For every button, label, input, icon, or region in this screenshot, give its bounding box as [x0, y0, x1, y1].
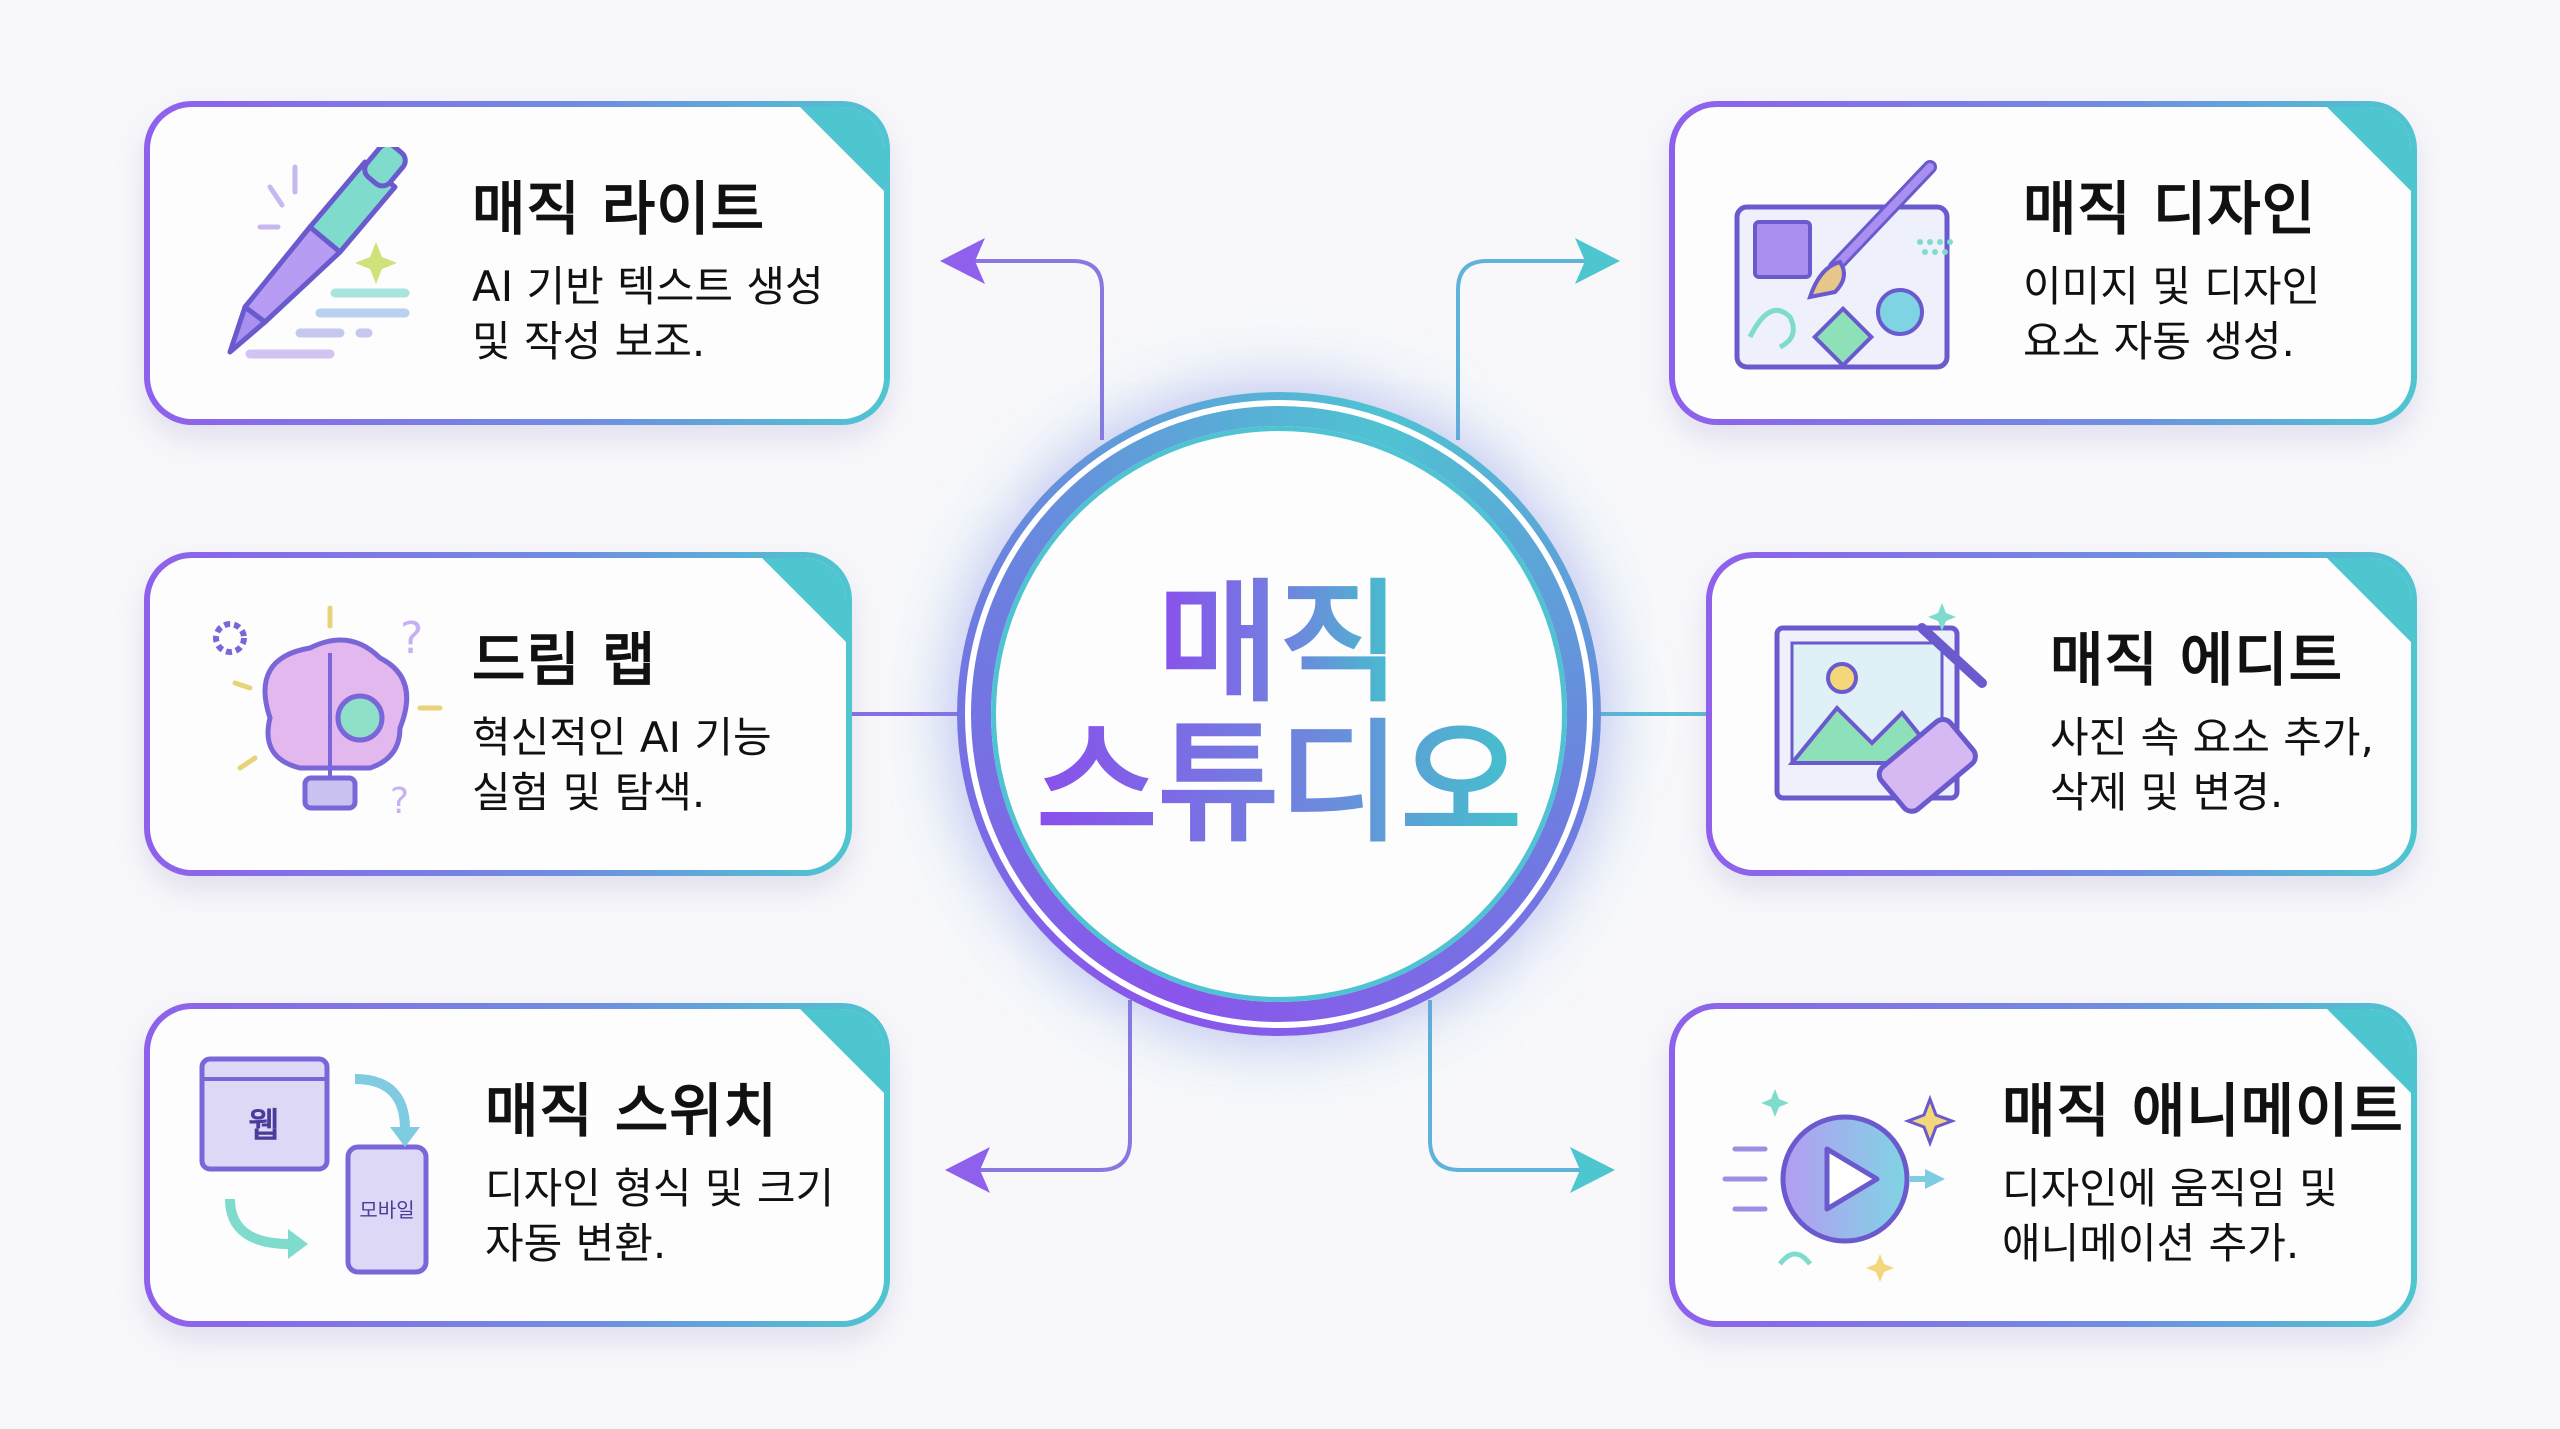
corner-accent [800, 1009, 884, 1093]
svg-text:?: ? [400, 613, 423, 664]
feature-title: 매직 스위치 [485, 1077, 778, 1145]
feature-title: 매직 라이트 [472, 175, 765, 243]
feature-card-dream-lab: ? ? 드림 랩 혁신적인 AI 기능 실험 및 탐색. [144, 552, 852, 876]
feature-card-magic-animate: 매직 애니메이트 디자인에 움직임 및 애니메이션 추가. [1669, 1003, 2417, 1327]
image-eraser-icon [1774, 603, 1987, 814]
feature-description-line2: 요소 자동 생성. [2023, 317, 2295, 366]
feature-card-magic-design: 매직 디자인 이미지 및 디자인 요소 자동 생성. [1669, 101, 2417, 425]
arrow-head-magic-animate [1570, 1147, 1615, 1193]
feature-title: 매직 디자인 [2023, 175, 2316, 243]
feature-card-magic-switch: 웹 모바일 매직 스위치 디자인 형식 및 크기 자동 변환. [144, 1003, 890, 1327]
feature-description-line2: 실험 및 탐색. [472, 768, 706, 817]
svg-text:?: ? [390, 781, 409, 822]
feature-description-line1: 디자인에 움직임 및 [2002, 1164, 2338, 1213]
feature-title: 매직 애니메이트 [2002, 1077, 2404, 1145]
feature-description-line2: 자동 변환. [485, 1219, 667, 1268]
connector-magic-switch [975, 1000, 1132, 1172]
feature-description-line1: AI 기반 텍스트 생성 [472, 262, 824, 311]
corner-accent [2327, 107, 2411, 191]
corner-accent [762, 558, 846, 642]
feature-description-line1: 사진 속 요소 추가, [2050, 713, 2374, 762]
feature-description-line1: 혁신적인 AI 기능 [472, 713, 772, 762]
web-label: 웹 [248, 1106, 279, 1146]
feature-description-line2: 및 작성 보조. [472, 317, 706, 366]
center-hub: 매직 스튜디오 [957, 392, 1601, 1036]
brain-lightbulb-icon: ? ? [213, 605, 443, 822]
center-title-line1: 매직 [1157, 567, 1401, 721]
play-animation-icon [1722, 1089, 1957, 1282]
connector-magic-animate [1428, 1000, 1585, 1172]
feature-description-line2: 애니메이션 추가. [2002, 1219, 2300, 1268]
mobile-label: 모바일 [359, 1198, 414, 1222]
paintbrush-canvas-icon [1734, 160, 1953, 370]
corner-accent [800, 107, 884, 191]
pen-icon [227, 147, 410, 359]
feature-title: 드림 랩 [472, 626, 657, 694]
feature-card-magic-write: 매직 라이트 AI 기반 텍스트 생성 및 작성 보조. [144, 101, 890, 425]
connector-magic-write [970, 259, 1104, 440]
feature-title: 매직 에디트 [2050, 626, 2343, 694]
arrow-head-magic-design [1575, 238, 1620, 284]
feature-description-line1: 이미지 및 디자인 [2023, 262, 2321, 311]
connector-magic-design [1456, 259, 1590, 440]
web-mobile-switch-icon: 웹 모바일 [199, 1056, 429, 1275]
feature-description-line2: 삭제 및 변경. [2050, 768, 2284, 817]
corner-accent [2327, 1009, 2411, 1093]
arrow-head-magic-write [940, 238, 985, 284]
arrow-head-magic-switch [945, 1147, 990, 1193]
feature-description-line1: 디자인 형식 및 크기 [485, 1164, 835, 1213]
feature-card-magic-edit: 매직 에디트 사진 속 요소 추가, 삭제 및 변경. [1706, 552, 2417, 876]
corner-accent [2327, 558, 2411, 642]
center-title-line2: 스튜디오 [1036, 707, 1522, 861]
